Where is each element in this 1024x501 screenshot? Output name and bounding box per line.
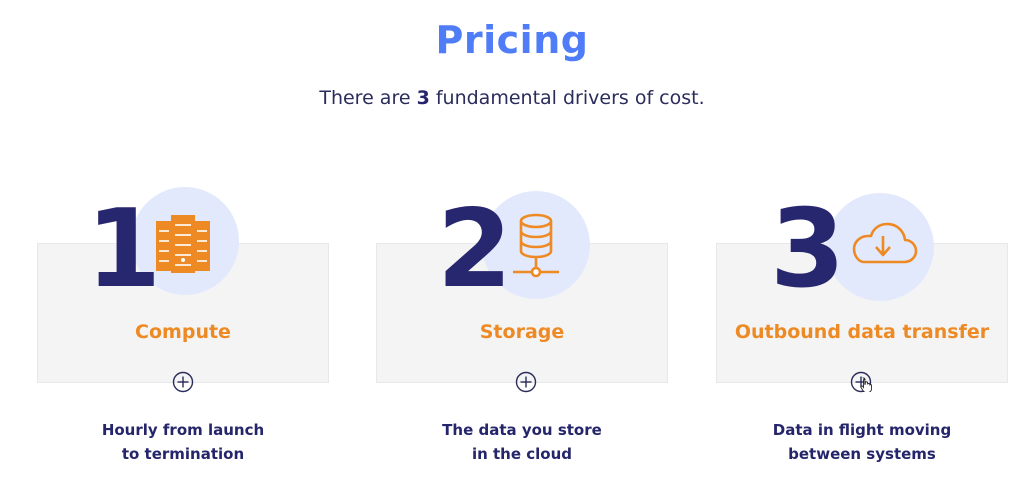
storage-icon-bubble: [482, 191, 590, 299]
storage-title: Storage: [479, 321, 565, 343]
storage-number: 2: [437, 187, 512, 312]
cloud-download-icon: [852, 222, 918, 264]
storage-description-line-2: in the cloud: [471, 445, 573, 463]
subtitle-text-end: fundamental drivers of cost.: [429, 87, 705, 109]
compute-description-line-1: Hourly from launch: [101, 421, 265, 439]
compute-description-line-2: to termination: [121, 445, 245, 463]
compute-number: 1: [86, 187, 161, 312]
hand-pointer-cursor-icon: [860, 377, 872, 392]
outbound-description: Data in flight moving between systems: [716, 418, 1008, 466]
outbound-number: 3: [770, 187, 845, 312]
page-subtitle: There are 3 fundamental drivers of cost.: [0, 87, 1024, 109]
outbound-description-line-1: Data in flight moving: [772, 421, 952, 439]
compute-description: Hourly from launch to termination: [37, 418, 329, 466]
outbound-title: Outbound data transfer: [734, 321, 990, 343]
page-title: Pricing: [435, 18, 589, 62]
database-icon: [513, 213, 559, 278]
compute-expand-icon[interactable]: [172, 371, 194, 393]
outbound-description-line-2: between systems: [788, 445, 936, 463]
storage-expand-icon[interactable]: [515, 371, 537, 393]
compute-title: Compute: [135, 321, 231, 343]
subtitle-count: 3: [416, 87, 430, 109]
storage-description: The data you store in the cloud: [376, 418, 668, 466]
server-rack-icon: [156, 215, 210, 273]
storage-description-line-1: The data you store: [442, 421, 602, 439]
subtitle-text-start: There are: [319, 87, 417, 109]
